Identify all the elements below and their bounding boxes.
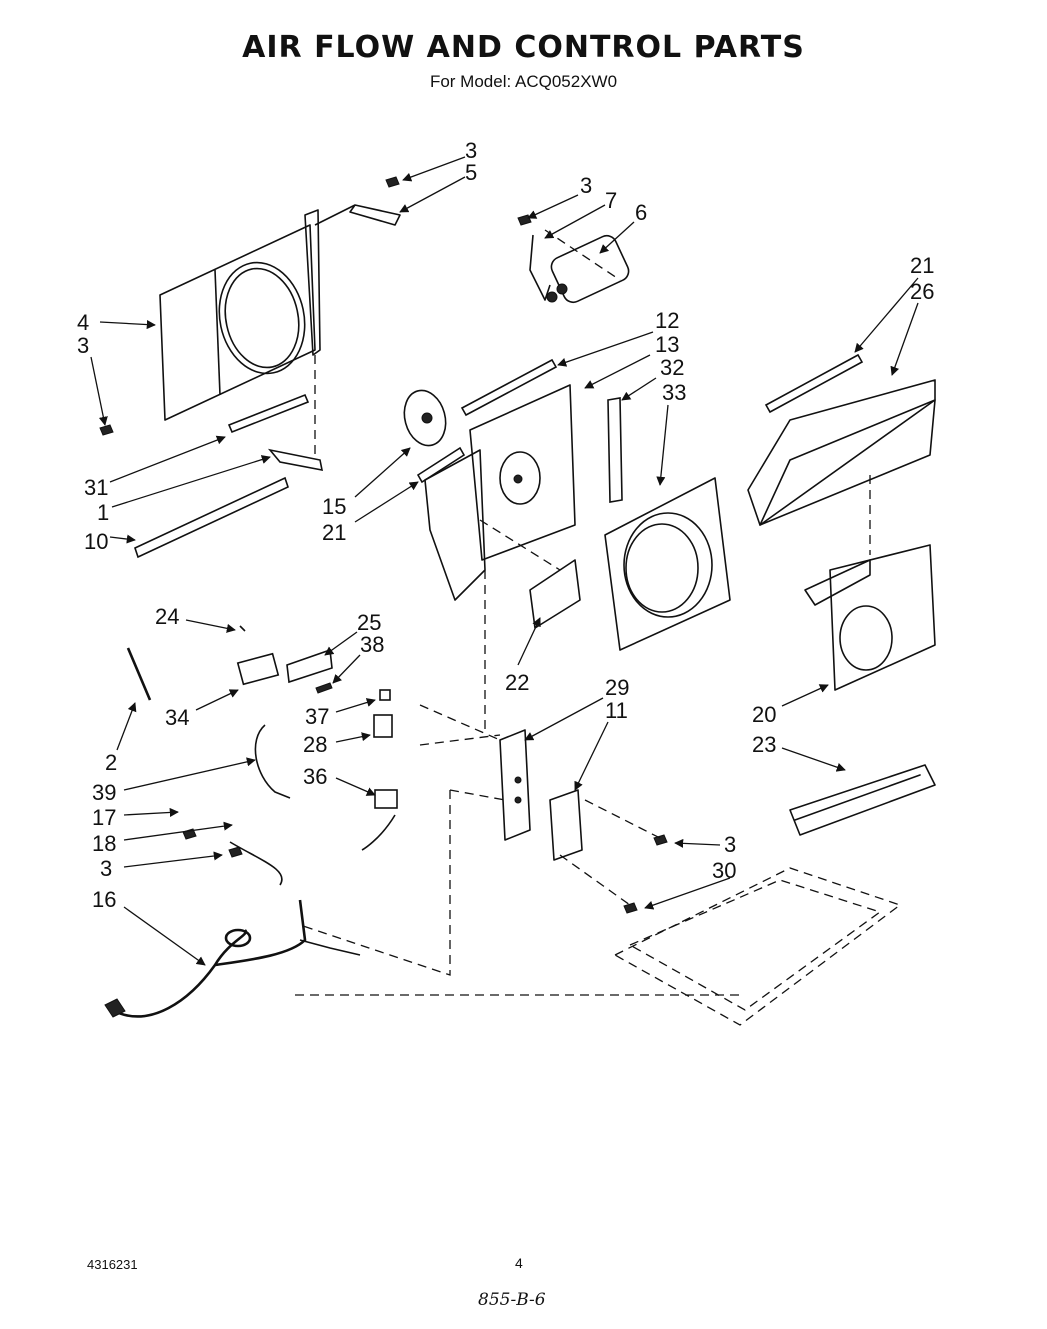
callout-label: 32 [660,355,684,380]
callout-label: 38 [360,632,384,657]
callout-label: 3 [465,138,477,163]
orifice-panel-part [804,544,936,691]
air-duct-part [747,379,936,526]
small-control-parts [236,625,398,809]
callout-label: 37 [305,704,329,729]
callout-label: 3 [100,856,112,881]
dashed-assembly-lines [295,229,871,996]
heat-shield-part [479,519,581,629]
callout-label: 5 [465,160,477,185]
callout-label: 15 [322,494,346,519]
callout-label: 18 [92,831,116,856]
condenser-shroud-part [159,209,321,421]
callout-label: 30 [712,858,736,883]
callout-label: 4 [77,310,89,335]
page-title: AIR FLOW AND CONTROL PARTS [242,30,805,65]
callout-label: 17 [92,805,116,830]
bulkhead-part [424,384,576,601]
callout-label: 13 [655,332,679,357]
control-panel-part [499,729,583,861]
base-pan-part [613,867,902,1026]
screw-part [99,176,668,914]
capacitor-part [529,234,630,304]
evaporator-scroll-part [604,477,731,651]
callout-label: 6 [635,200,647,225]
callout-label: 23 [752,732,776,757]
callout-label: 22 [505,670,529,695]
callout-label: 33 [662,380,686,405]
callout-label: 11 [605,698,628,723]
callout-label: 21 [910,253,934,278]
callout-label: 34 [165,705,189,730]
callout-label: 31 [84,475,108,500]
callout-label: 21 [322,520,346,545]
leader-lines [90,156,919,966]
model-subtitle: For Model: ACQ052XW0 [429,72,618,91]
callout-label: 25 [357,610,381,635]
callout-label: 2 [105,750,117,775]
wiring-part [104,647,396,1018]
callout-label: 20 [752,702,776,727]
bracket-part [314,204,401,226]
callout-label: 26 [910,279,934,304]
base-bracket-part [267,355,324,472]
callout-label: 28 [303,732,327,757]
callout-label: 16 [92,887,116,912]
callout-label: 12 [655,308,679,333]
callout-labels: 3 5 3 7 6 21 26 4 3 12 13 32 33 15 31 1 … [77,138,934,912]
filter-frame-part [789,764,936,836]
callout-label: 29 [605,675,629,700]
callout-label: 36 [303,764,327,789]
callout-label: 7 [605,188,617,213]
callout-label: 3 [724,832,736,857]
callout-label: 39 [92,780,116,805]
callout-label: 3 [580,173,592,198]
document-code: 4316231 [87,1257,138,1272]
page-number: 4 [515,1255,523,1271]
gasket-strip-part [134,353,864,559]
handwritten-note: 855-B-6 [478,1290,546,1310]
callout-label: 24 [155,604,179,629]
callout-label: 3 [77,333,89,358]
fan-blade-part [403,389,447,447]
callout-label: 10 [84,529,108,554]
callout-label: 1 [97,500,109,525]
